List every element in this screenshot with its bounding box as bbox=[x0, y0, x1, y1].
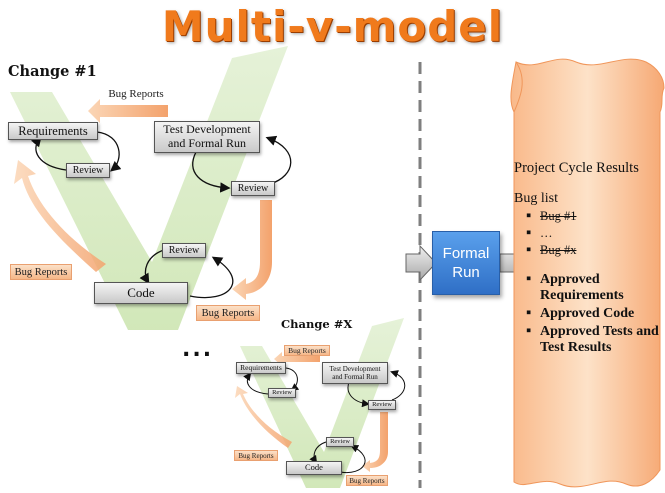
v-shape-change-1 bbox=[10, 46, 288, 330]
code-box: Code bbox=[94, 282, 188, 304]
change-1-label: Change #1 bbox=[8, 63, 97, 80]
bug-reports-label-bottom: Bug Reports bbox=[196, 305, 260, 321]
formal-run-line-1: Formal bbox=[442, 244, 490, 262]
review-loop-1 bbox=[96, 131, 122, 172]
bug-reports-arrow-left-x bbox=[235, 386, 292, 448]
bug-reports-arrow-left bbox=[14, 160, 106, 272]
project-cycle-results-title: Project Cycle Results bbox=[514, 160, 639, 176]
test-development-box: Test Development and Formal Run bbox=[154, 121, 260, 153]
review-loop-2b bbox=[265, 135, 292, 185]
test-development-line-1: Test Development bbox=[163, 122, 251, 137]
approved-item: Approved Code bbox=[514, 305, 662, 322]
bug-item-1: Bug #1 bbox=[540, 209, 577, 223]
approved-item: Approved Requirements bbox=[514, 271, 662, 304]
bug-reports-arrow-top-x bbox=[274, 352, 320, 366]
bug-list-title: Bug list bbox=[514, 191, 558, 206]
requirements-box-x: Requirements bbox=[236, 362, 286, 374]
bug-list: Bug #1 … Bug #x bbox=[514, 208, 662, 259]
bug-reports-label-left: Bug Reports bbox=[10, 264, 72, 280]
review-box-3: Review bbox=[162, 243, 206, 258]
review-box-2-x: Review bbox=[368, 400, 396, 410]
review-loop-3 bbox=[139, 249, 165, 285]
gray-arrow-into-formal-run bbox=[405, 244, 437, 282]
review-loop-3b bbox=[189, 256, 234, 299]
test-development-line-1-x: Test Development bbox=[329, 364, 381, 373]
change-x-label: Change #X bbox=[281, 317, 353, 331]
bug-item-ellipsis: … bbox=[540, 226, 553, 240]
code-box-x: Code bbox=[286, 461, 342, 475]
bug-list-item: … bbox=[514, 225, 662, 242]
approved-code: Approved Code bbox=[540, 306, 635, 321]
bug-reports-label-top-x: Bug Reports bbox=[284, 345, 330, 356]
approved-tests: Approved Tests and Test Results bbox=[540, 324, 659, 355]
diagram-title: Multi-v-model bbox=[161, 2, 504, 51]
approved-list: Approved Requirements Approved Code Appr… bbox=[514, 271, 662, 356]
formal-run-line-2: Run bbox=[452, 264, 480, 281]
approved-requirements: Approved Requirements bbox=[540, 272, 624, 303]
requirements-box: Requirements bbox=[8, 122, 98, 140]
formal-run-box: Formal Run bbox=[432, 231, 500, 295]
bug-reports-label-top: Bug Reports bbox=[108, 88, 164, 100]
approved-item: Approved Tests and Test Results bbox=[514, 323, 662, 356]
bug-item-x: Bug #x bbox=[540, 243, 577, 257]
test-development-box-x: Test Development and Formal Run bbox=[322, 362, 388, 384]
bug-reports-arrow-right-x bbox=[362, 412, 388, 472]
bug-reports-arrow-right bbox=[232, 200, 272, 300]
bug-reports-arrow-top bbox=[88, 99, 168, 123]
test-development-line-2-x: and Formal Run bbox=[332, 373, 378, 381]
bug-reports-label-bottom-x: Bug Reports bbox=[346, 475, 388, 486]
review-box-3-x: Review bbox=[326, 437, 354, 447]
test-development-line-2: and Formal Run bbox=[168, 136, 246, 150]
results-panel: Project Cycle Results Bug list Bug #1 … … bbox=[514, 160, 662, 358]
review-box-1: Review bbox=[66, 163, 110, 178]
ellipsis: ... bbox=[182, 337, 214, 362]
bug-reports-label-left-x: Bug Reports bbox=[234, 450, 278, 461]
review-loop-1b bbox=[31, 136, 67, 171]
bug-list-item: Bug #x bbox=[514, 242, 662, 259]
review-box-2: Review bbox=[231, 181, 275, 196]
bug-list-item: Bug #1 bbox=[514, 208, 662, 225]
v-shape-change-x bbox=[240, 318, 404, 488]
review-box-1-x: Review bbox=[268, 388, 296, 398]
review-loop-2 bbox=[192, 151, 231, 193]
